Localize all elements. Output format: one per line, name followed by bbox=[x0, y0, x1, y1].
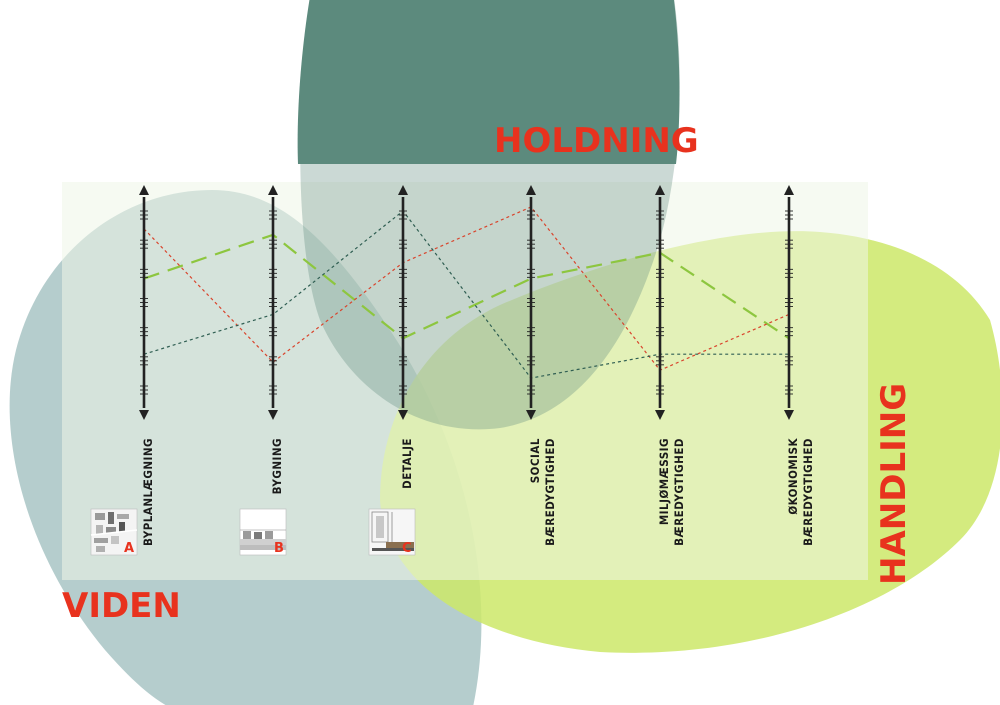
axis-1 bbox=[139, 185, 149, 420]
handling-label: HANDLING bbox=[874, 383, 914, 585]
axis-arrow-up bbox=[139, 185, 149, 195]
holdning-label: HOLDNING bbox=[494, 121, 699, 161]
axis-2 bbox=[268, 185, 278, 420]
axis-label-social-2: BÆREDYGTIGHED bbox=[543, 438, 557, 546]
axis-3 bbox=[398, 185, 408, 420]
profile-lines bbox=[143, 206, 790, 379]
axis-arrow-up bbox=[268, 185, 278, 195]
axis-arrow-down bbox=[655, 410, 665, 420]
axis-label-miljo-1: MILJØMÆSSIG bbox=[657, 438, 671, 525]
axis-6 bbox=[784, 185, 794, 420]
axis-arrow-down bbox=[526, 410, 536, 420]
axis-arrow-up bbox=[784, 185, 794, 195]
axis-label-okonomi-2: BÆREDYGTIGHED bbox=[801, 438, 815, 546]
axis-label-miljo-2: BÆREDYGTIGHED bbox=[672, 438, 686, 546]
axes bbox=[139, 185, 794, 420]
axis-label-social-1: SOCIAL bbox=[528, 438, 542, 483]
thumbnail-c-letter: C bbox=[402, 541, 412, 556]
axis-labels: BYPLANLÆGNING BYGNING DETALJE SOCIAL BÆR… bbox=[141, 438, 815, 547]
profile-line-green-dashed bbox=[143, 233, 790, 340]
axis-arrow-up bbox=[398, 185, 408, 195]
axis-label-okonomi-1: ØKONOMISK bbox=[786, 438, 800, 515]
axis-arrow-down bbox=[268, 410, 278, 420]
axis-arrow-down bbox=[139, 410, 149, 420]
axis-label-detalje: DETALJE bbox=[400, 438, 414, 489]
thumbnail-b: B bbox=[239, 508, 287, 556]
axis-5 bbox=[655, 185, 665, 420]
axis-label-byplanlaegning: BYPLANLÆGNING bbox=[141, 438, 155, 546]
axis-4 bbox=[526, 185, 536, 420]
diagram-panel bbox=[62, 182, 868, 580]
thumbnail-c: C bbox=[368, 508, 416, 556]
axis-arrow-down bbox=[398, 410, 408, 420]
axis-arrow-up bbox=[655, 185, 665, 195]
thumbnail-a-letter: A bbox=[124, 541, 134, 556]
holdning-region-top bbox=[297, 0, 680, 164]
axis-label-bygning: BYGNING bbox=[270, 438, 284, 494]
axis-arrow-up bbox=[526, 185, 536, 195]
thumbnail-b-letter: B bbox=[274, 541, 284, 556]
axis-arrow-down bbox=[784, 410, 794, 420]
profile-line-red-dotted bbox=[143, 206, 790, 371]
thumbnail-a: A bbox=[90, 508, 138, 556]
viden-label: VIDEN bbox=[62, 586, 181, 626]
